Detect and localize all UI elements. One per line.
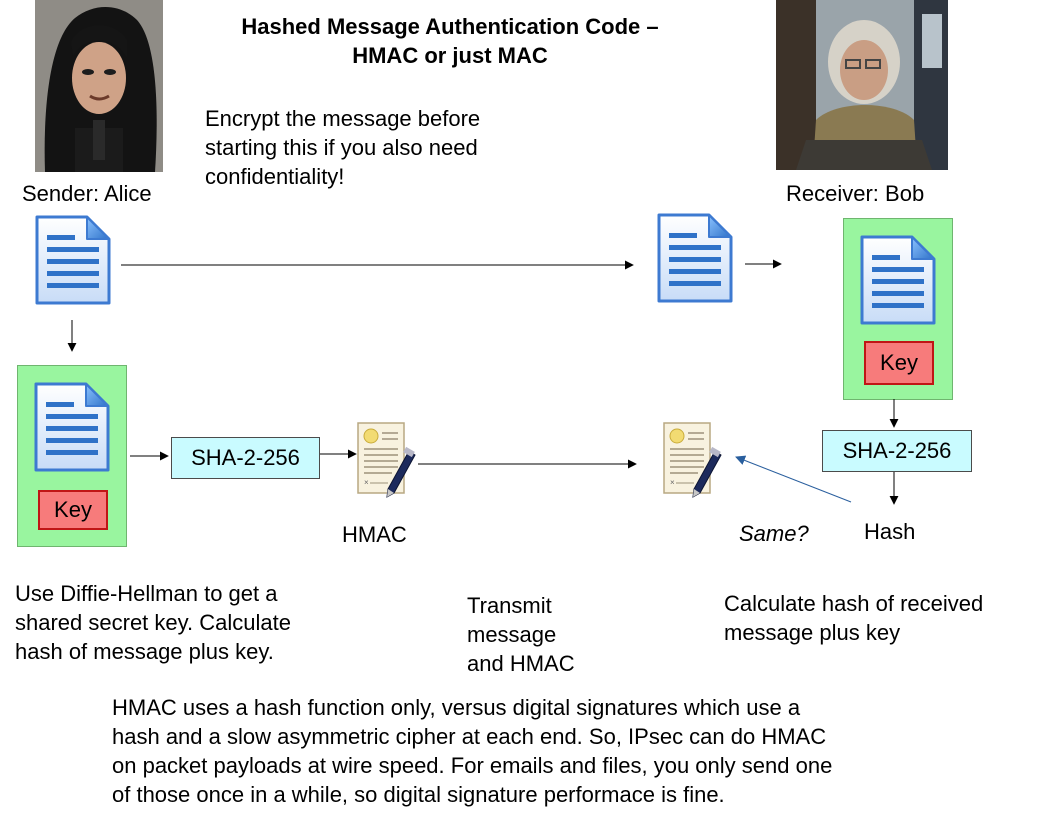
arrow-same-comparison [735, 455, 852, 503]
sender-note-line-1: Use Diffie-Hellman to get a [15, 581, 278, 606]
sender-note: Use Diffie-Hellman to get a shared secre… [15, 579, 291, 666]
sender-note-line-2: shared secret key. Calculate [15, 610, 291, 635]
title-line-1: Hashed Message Authentication Code – [241, 14, 659, 39]
diagram-title: Hashed Message Authentication Code – HMA… [150, 12, 750, 70]
sender-key-box: Key [38, 490, 108, 530]
receiver-sha-label: SHA-2-256 [842, 438, 952, 463]
transmit-note: Transmit message and HMAC [467, 591, 575, 678]
receiver-message-key-box: Key [843, 218, 953, 400]
transmit-note-line-2: message [467, 622, 557, 647]
transmit-note-line-3: and HMAC [467, 651, 575, 676]
receiver-label: Receiver: Bob [786, 181, 925, 206]
bottom-note: HMAC uses a hash function only, versus d… [112, 693, 832, 809]
receiver-key-label: Key [880, 350, 918, 375]
encrypt-note: Encrypt the message before starting this… [205, 104, 480, 191]
same-question-label: Same? [739, 521, 809, 546]
photo-alice [35, 0, 163, 172]
receiver-note-line-1: Calculate hash of received [724, 591, 984, 616]
encrypt-note-line-1: Encrypt the message before [205, 106, 481, 131]
receiver-note-line-2: message plus key [724, 620, 901, 645]
photo-bob [776, 0, 948, 170]
receiver-note: Calculate hash of received message plus … [724, 589, 983, 647]
bottom-note-line-3: on packet payloads at wire speed. For em… [112, 753, 833, 778]
hash-label: Hash [864, 519, 916, 544]
hmac-label: HMAC [342, 522, 407, 547]
bottom-note-line-1: HMAC uses a hash function only, versus d… [112, 695, 801, 720]
transmit-note-line-1: Transmit [467, 593, 552, 618]
sender-sha-label: SHA-2-256 [191, 445, 300, 470]
receiver-key-box: Key [864, 341, 934, 385]
title-line-2: HMAC or just MAC [352, 43, 548, 68]
encrypt-note-line-3: confidentiality! [205, 164, 345, 189]
sender-sha-box: SHA-2-256 [171, 437, 320, 479]
receiver-sha-box: SHA-2-256 [822, 430, 972, 472]
sender-key-label: Key [54, 497, 92, 522]
bottom-note-line-2: hash and a slow asymmetric cipher at eac… [112, 724, 827, 749]
sender-label: Sender: Alice [22, 181, 152, 206]
bottom-note-line-4: of those once in a while, so digital sig… [112, 782, 725, 807]
sender-note-line-3: hash of message plus key. [15, 639, 274, 664]
encrypt-note-line-2: starting this if you also need [205, 135, 478, 160]
sender-message-key-box: Key [17, 365, 127, 547]
